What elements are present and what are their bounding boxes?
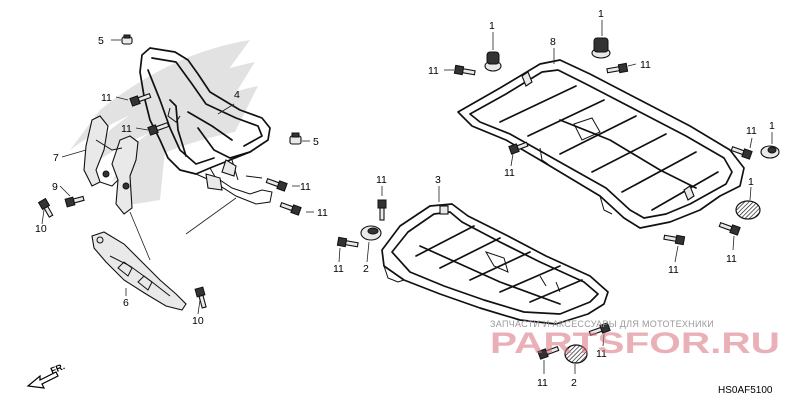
bolt-11-c xyxy=(265,177,288,192)
bolt-10-upper xyxy=(37,197,54,218)
label-11-c: 11 xyxy=(300,181,311,193)
grommet-1-d xyxy=(735,200,761,220)
bolt-9 xyxy=(64,195,85,208)
grommet-1-b xyxy=(591,37,611,59)
grommet-2-a xyxy=(360,225,382,241)
label-7: 7 xyxy=(53,152,59,164)
bolt-11-g xyxy=(508,141,529,155)
label-11-e: 11 xyxy=(428,65,439,77)
leader-lines-left xyxy=(41,39,314,315)
label-1-b: 1 xyxy=(598,8,604,20)
label-11-a: 11 xyxy=(101,92,112,104)
watermark-brand: PARTSFOR.RU xyxy=(490,327,780,360)
bolt-11-n xyxy=(588,322,611,337)
front-carrier-8 xyxy=(457,59,745,229)
bolt-11-b xyxy=(147,121,170,136)
skid-plate-6 xyxy=(91,231,187,311)
label-1-d: 1 xyxy=(748,176,754,188)
bolt-10-lower xyxy=(194,286,207,309)
label-11-h: 11 xyxy=(746,125,757,137)
label-9: 9 xyxy=(52,181,58,193)
grommet-1-c xyxy=(760,145,780,159)
bolt-5-top xyxy=(121,34,133,45)
bolt-11-e xyxy=(453,64,476,76)
guard-bracket-7 xyxy=(83,115,139,215)
bolts-right xyxy=(336,62,753,360)
front-direction-marker: FR. xyxy=(26,361,66,389)
label-5-right: 5 xyxy=(313,136,319,148)
grommets xyxy=(360,37,780,364)
label-3: 3 xyxy=(435,174,441,186)
label-2-a: 2 xyxy=(363,263,369,275)
label-4: 4 xyxy=(234,89,240,101)
label-6: 6 xyxy=(123,297,129,309)
reference-labels: 5 4 11 11 5 7 11 9 11 10 6 10 1 1 8 11 1… xyxy=(35,8,775,389)
bolt-11-k xyxy=(377,199,387,221)
bolt-5-right xyxy=(289,132,302,145)
watermark-tagline: ЗАПЧАСТИ И АКСЕССУАРЫ ДЛЯ МОТОТЕХНИКИ xyxy=(490,319,714,329)
label-11-l: 11 xyxy=(333,263,344,275)
label-11-k: 11 xyxy=(376,174,387,186)
leader-lines-right xyxy=(338,20,773,374)
bolt-11-j xyxy=(663,234,686,246)
label-11-g: 11 xyxy=(504,167,515,179)
label-11-d: 11 xyxy=(317,207,328,219)
label-1-a: 1 xyxy=(489,20,495,32)
bolt-11-f xyxy=(606,62,629,74)
label-2-b: 2 xyxy=(571,377,577,389)
bolt-11-a xyxy=(129,92,152,107)
front-direction-label: FR. xyxy=(49,361,66,376)
bolt-11-m xyxy=(537,345,560,360)
watermark: ЗАПЧАСТИ И АКСЕССУАРЫ ДЛЯ МОТОТЕХНИКИ PA… xyxy=(490,319,780,360)
label-11-j: 11 xyxy=(668,264,679,276)
label-11-f: 11 xyxy=(640,59,651,71)
label-5-top: 5 xyxy=(98,35,104,47)
diagram-code: HS0AF5100 xyxy=(718,385,773,396)
grommet-2-b xyxy=(564,344,588,364)
bolt-11-h xyxy=(730,145,753,160)
fasteners-left xyxy=(37,34,302,309)
label-11-m: 11 xyxy=(537,377,548,389)
label-11-i: 11 xyxy=(726,253,737,265)
grommet-1-a xyxy=(484,51,502,72)
label-11-b: 11 xyxy=(121,123,132,135)
bolt-11-l xyxy=(336,236,359,248)
front-direction-arrow-icon xyxy=(26,371,59,389)
bolt-11-i xyxy=(718,221,741,236)
label-1-c: 1 xyxy=(769,120,775,132)
label-10-lower: 10 xyxy=(192,315,204,327)
label-8: 8 xyxy=(550,36,556,48)
label-10-upper: 10 xyxy=(35,223,47,235)
bolt-11-d xyxy=(279,201,302,216)
rear-carrier-3 xyxy=(381,203,609,325)
label-11-n: 11 xyxy=(596,348,607,360)
